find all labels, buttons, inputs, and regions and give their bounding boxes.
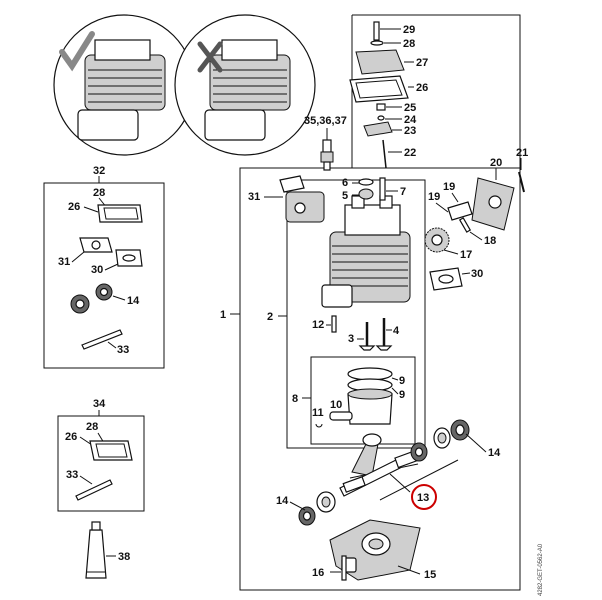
intake-31-part: 31 xyxy=(248,175,325,223)
cross-mark-icon xyxy=(197,41,223,73)
callout-14: 14 xyxy=(488,447,501,459)
callout-33: 33 xyxy=(66,469,78,481)
gasket-26-part xyxy=(97,204,143,223)
screw-21 xyxy=(518,171,525,193)
check-mark-icon xyxy=(59,31,95,72)
callout-6: 6 xyxy=(342,177,348,189)
screw-12-part xyxy=(331,315,337,333)
callout-26: 26 xyxy=(416,82,428,94)
wrong-example-circle xyxy=(174,14,316,156)
callout-28: 28 xyxy=(93,187,105,199)
callout-28: 28 xyxy=(403,38,415,50)
callout-29: 29 xyxy=(403,24,415,36)
callout-25: 25 xyxy=(404,102,416,114)
callout-28: 28 xyxy=(86,421,98,433)
callout-30: 30 xyxy=(91,264,103,276)
callout-22: 22 xyxy=(404,147,416,159)
cylinder-subassembly-box: 2 xyxy=(267,179,426,449)
callout-33: 33 xyxy=(117,344,129,356)
piston-subassembly-box: 8 9 9 10 11 xyxy=(292,356,416,445)
paste-33-part xyxy=(81,329,123,350)
callout-19: 19 xyxy=(443,181,455,193)
callout-13: 13 xyxy=(417,492,429,504)
tube-38-part: 38 xyxy=(85,521,130,579)
callout-12: 12 xyxy=(312,319,324,331)
callout-15: 15 xyxy=(424,569,436,581)
piston-pin-10 xyxy=(329,411,353,421)
drawing-code: 4282-GET-0562-A0 xyxy=(538,543,544,596)
callout-9: 9 xyxy=(399,389,405,401)
pushrod-22 xyxy=(382,139,387,169)
gasket-26-part xyxy=(89,440,133,461)
kit-32-label: 32 xyxy=(93,165,105,177)
valve-cover-stack: 29 28 27 26 25 24 23 22 xyxy=(349,21,428,169)
callout-11: 11 xyxy=(312,407,324,419)
piston-ring-upper xyxy=(347,367,393,381)
circlip-11 xyxy=(315,423,323,428)
cylinder-part xyxy=(321,195,411,308)
crankcase-group: 15 16 xyxy=(312,519,436,581)
callout-26: 26 xyxy=(65,431,77,443)
correct-example-circle xyxy=(53,14,195,156)
callout-26: 26 xyxy=(68,201,80,213)
kit-34-group: 34 28 26 33 xyxy=(57,398,145,512)
valve-spring-parts: 6 5 7 xyxy=(342,177,406,202)
callout-19: 19 xyxy=(428,191,440,203)
callout-30: 30 xyxy=(471,268,483,280)
callout-35-36-37: 35,36,37 xyxy=(304,115,347,127)
callout-27: 27 xyxy=(416,57,428,69)
kit-32-group: 32 28 26 31 30 14 33 xyxy=(43,165,165,369)
rocker-23 xyxy=(363,121,393,137)
kit-34-label: 34 xyxy=(93,398,106,410)
callout-17: 17 xyxy=(460,249,472,261)
callout-14: 14 xyxy=(276,495,289,507)
callout-38: 38 xyxy=(118,551,130,563)
callout-18: 18 xyxy=(484,235,496,247)
callout-21: 21 xyxy=(516,147,528,159)
lever-19 xyxy=(447,201,473,221)
callout-1: 1 xyxy=(220,309,226,321)
cam-gear-group: 17 19 19 18 20 21 30 xyxy=(424,147,528,291)
callout-20: 20 xyxy=(490,157,502,169)
callout-4: 4 xyxy=(393,325,400,337)
callout-8: 8 xyxy=(292,393,298,405)
screw-16 xyxy=(341,555,347,581)
paste-33-part xyxy=(75,479,113,501)
callout-3: 3 xyxy=(348,333,354,345)
callout-23: 23 xyxy=(404,125,416,137)
callout-16: 16 xyxy=(312,567,324,579)
main-assembly-outline: 1 xyxy=(220,14,521,591)
callout-7: 7 xyxy=(400,186,406,198)
callout-2: 2 xyxy=(267,311,273,323)
spark-plug-part: 35,36,37 xyxy=(304,115,347,171)
callout-9: 9 xyxy=(399,375,405,387)
callout-14: 14 xyxy=(127,295,140,307)
valve-cover-27 xyxy=(355,49,405,75)
callout-31: 31 xyxy=(58,256,70,268)
crankshaft-group: 14 14 13 xyxy=(276,419,501,526)
callout-31: 31 xyxy=(248,191,260,203)
screw-29-part xyxy=(373,21,380,41)
callout-5: 5 xyxy=(342,190,348,202)
valves-part: 3 4 12 xyxy=(312,315,400,351)
callout-10: 10 xyxy=(330,399,342,411)
highlight-circle-13 xyxy=(411,484,437,510)
callout-24: 24 xyxy=(404,114,417,126)
